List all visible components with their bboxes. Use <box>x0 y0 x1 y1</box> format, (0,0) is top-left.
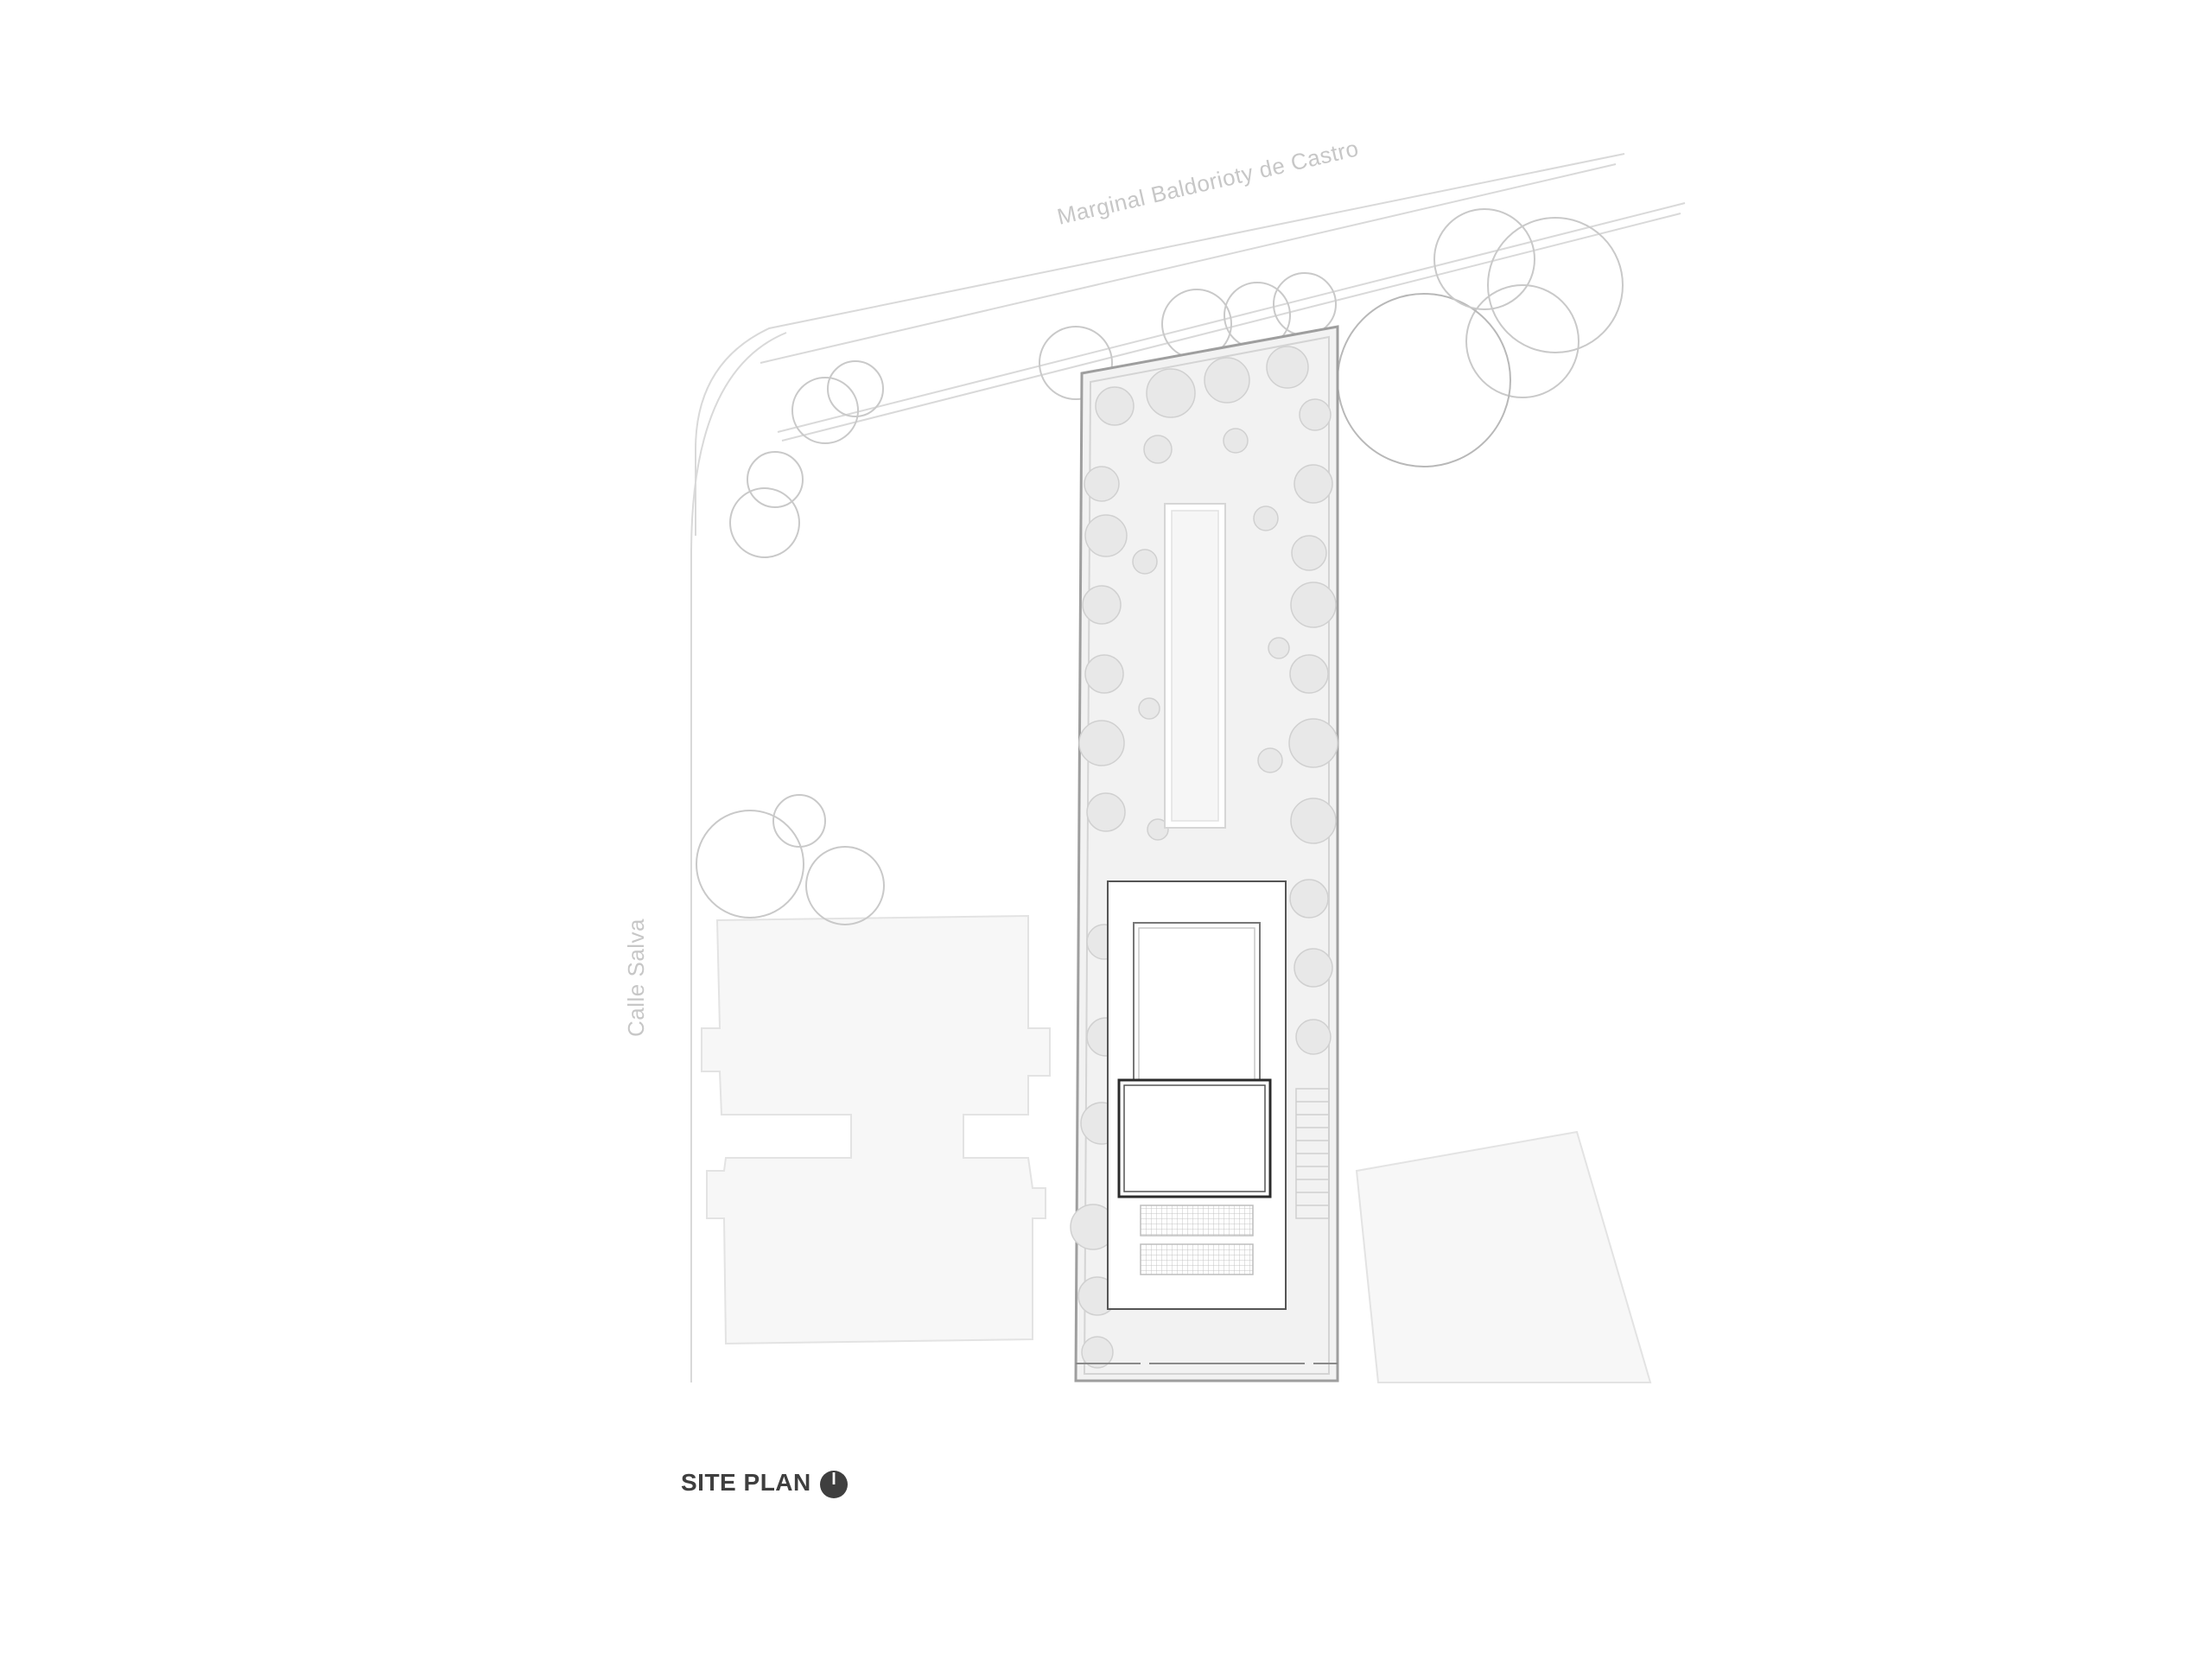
neighbor-buildings <box>701 914 1652 1383</box>
trees <box>696 208 1624 925</box>
stairs <box>1295 1088 1330 1219</box>
north-arrow-icon <box>820 1471 848 1498</box>
street-label-left: Calle Salva <box>623 918 649 1037</box>
drawing-title: SITE PLAN <box>681 1469 811 1496</box>
street-label-top: Marginal Baldorioty de Castro <box>1055 135 1362 230</box>
pool <box>1164 503 1226 829</box>
site-inner-boundary <box>1083 335 1330 1375</box>
house <box>1107 880 1287 1310</box>
